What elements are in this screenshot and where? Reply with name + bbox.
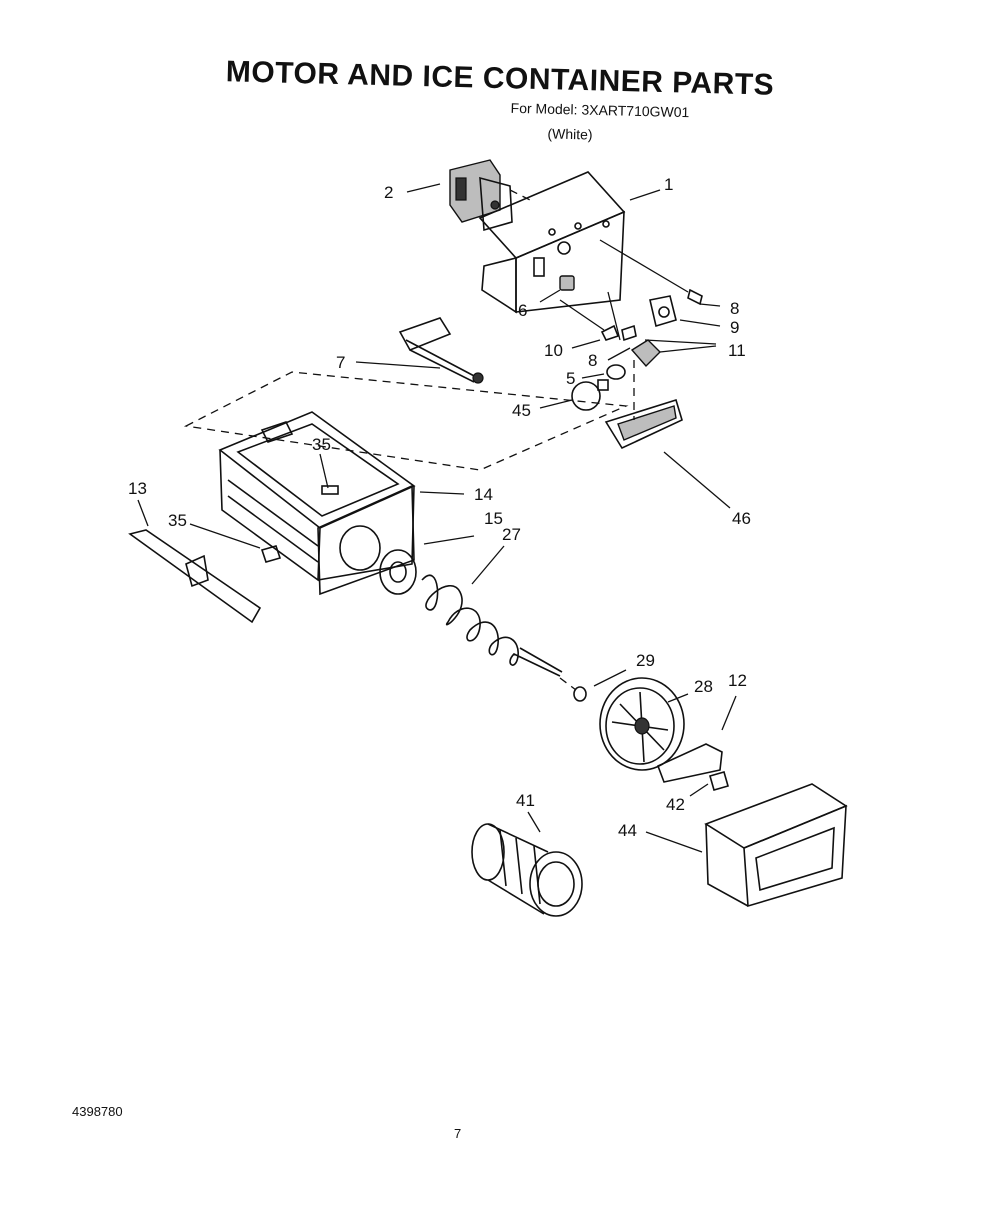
leader-lines	[137, 183, 737, 853]
part-5-ring	[606, 364, 626, 380]
part-46-light-cover	[604, 360, 683, 450]
part-1-bracket	[478, 171, 626, 314]
part-10-screw	[559, 299, 620, 341]
part-8b-screw	[621, 324, 637, 342]
callout-46: 46	[732, 509, 751, 528]
part-45-bulb	[571, 379, 609, 411]
housing-outline	[183, 371, 629, 471]
part-13-bracket	[128, 529, 262, 624]
callout-7: 7	[336, 353, 345, 372]
part-6-bumper	[559, 275, 575, 291]
callout-41: 41	[516, 791, 535, 810]
callout-29: 29	[636, 651, 655, 670]
callout-45: 45	[512, 401, 531, 420]
callout-13: 13	[128, 479, 147, 498]
part-28-crusher	[599, 677, 685, 771]
page-number: 7	[454, 1126, 462, 1141]
part-14-ice-container	[218, 411, 416, 596]
part-44-door	[704, 783, 848, 908]
callout-11: 11	[728, 341, 746, 360]
callout-10: 10	[544, 341, 563, 360]
callout-2: 2	[384, 183, 393, 202]
part-15-bearing	[379, 549, 417, 595]
callout-9: 9	[730, 318, 739, 337]
callout-35a: 35	[312, 435, 331, 454]
callout-44: 44	[618, 821, 637, 840]
callout-5: 5	[566, 369, 575, 388]
part-12-bracket	[656, 743, 723, 783]
part-9-clip	[649, 295, 677, 328]
callout-42: 42	[666, 795, 685, 814]
part-7-harness	[398, 317, 484, 384]
callout-27: 27	[502, 525, 521, 544]
callout-8b: 8	[588, 351, 597, 370]
part-35-screw	[260, 545, 282, 563]
part-41-duct	[471, 823, 583, 917]
callout-1: 1	[664, 175, 673, 194]
callout-28: 28	[694, 677, 713, 696]
part-8-screw	[599, 239, 703, 306]
part-27-auger	[421, 574, 563, 677]
callout-35b: 35	[168, 511, 187, 530]
callout-8a: 8	[730, 299, 739, 318]
callout-6: 6	[518, 301, 527, 320]
document-number: 4398780	[72, 1104, 123, 1119]
callout-15: 15	[484, 509, 503, 528]
callout-12: 12	[728, 671, 747, 690]
part-42-nut	[709, 771, 729, 791]
part-29-washer	[559, 677, 587, 702]
callout-14: 14	[474, 485, 493, 504]
